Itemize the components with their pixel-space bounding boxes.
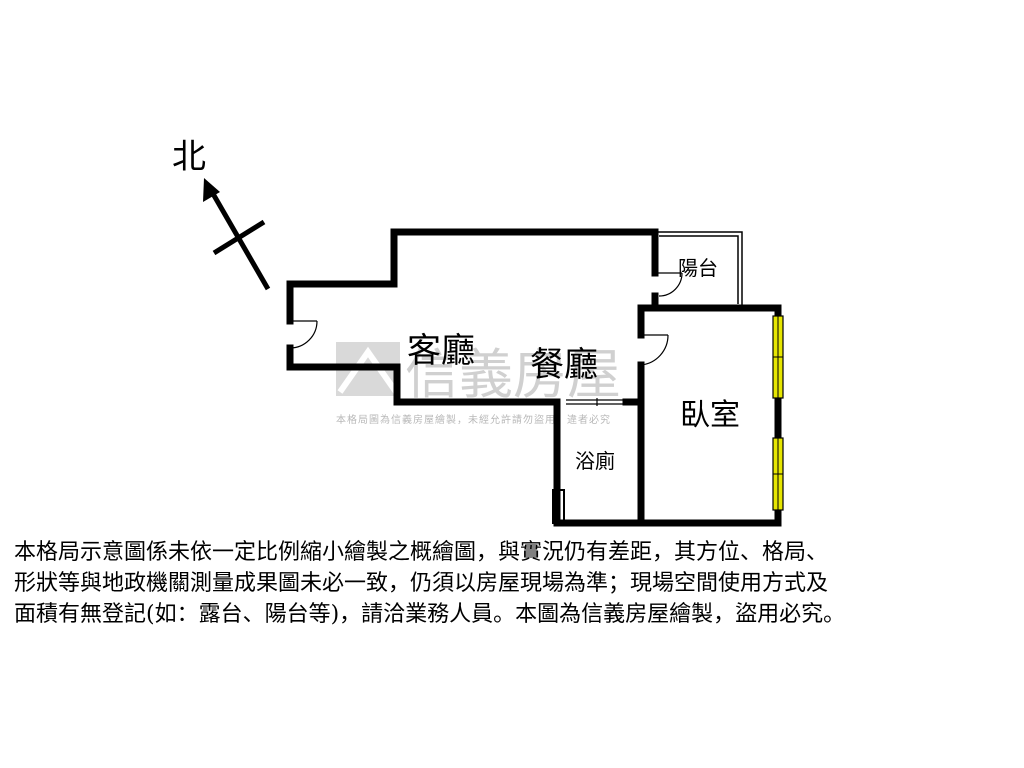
watermark-logo-roof-icon [337, 346, 399, 394]
watermark-notice: 本格局圖為信義房屋繪製，未經允許請勿盜用，違者必究 [336, 413, 611, 426]
north-arrow-head-icon [203, 178, 220, 202]
north-arrow: 北 [172, 137, 271, 291]
balcony-outline [655, 231, 743, 308]
disclaimer-line-1: 本格局示意圖係未依一定比例縮小繪製之概繪圖，與實況仍有差距，其方位、格局、 [14, 540, 829, 565]
bedroom-windows [772, 315, 784, 511]
watermark-brand-text: 信義房屋 [405, 343, 621, 406]
room-label-dining: 餐廳 [530, 345, 598, 385]
bathroom-sliding-door-icon [566, 398, 628, 406]
bedroom-wall [637, 304, 782, 527]
room-label-balcony: 陽台 [678, 256, 718, 280]
room-label-bathroom: 浴廁 [575, 449, 615, 473]
room-label-bedroom: 臥室 [680, 398, 740, 433]
north-label: 北 [172, 137, 206, 177]
doors [289, 272, 683, 406]
north-arrow-crossbar-icon [212, 219, 266, 256]
bedroom-door-icon [640, 334, 669, 366]
north-arrow-shaft-icon [209, 190, 271, 291]
balcony-outline-inner [659, 235, 739, 304]
bathroom-fixture [552, 489, 565, 524]
watermark-logo: 信義房屋 本格局圖為信義房屋繪製，未經允許請勿盜用，違者必究 [336, 342, 621, 426]
walls [286, 228, 782, 527]
room-label-living: 客廳 [407, 331, 475, 371]
balcony-door-icon [655, 272, 683, 297]
disclaimer-line-3: 面積有無登記(如：露台、陽台等)，請洽業務人員。本圖為信義房屋繪製，盜用必究。 [14, 602, 846, 627]
entry-door-icon [289, 320, 318, 349]
disclaimer-line-2: 形狀等與地政機關測量成果圖未必一致，仍須以房屋現場為準；現場空間使用方式及 [14, 571, 829, 596]
balcony-walls [655, 231, 743, 308]
disclaimer-text: 本格局示意圖係未依一定比例縮小繪製之概繪圖，與實況仍有差距，其方位、格局、 形狀… [14, 537, 1014, 630]
